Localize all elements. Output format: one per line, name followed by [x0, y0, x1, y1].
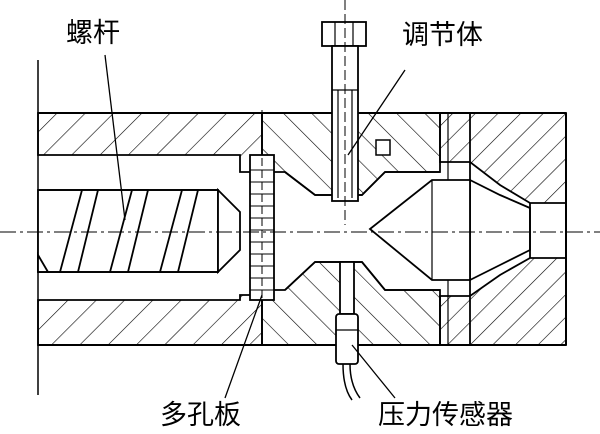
- regulator-bolt: [321, 0, 367, 225]
- breaker-plate-leader: [224, 294, 263, 399]
- label-pressure-sensor: 压力传感器: [378, 400, 513, 431]
- screw-tip: [217, 187, 241, 275]
- breaker-plate: [249, 154, 275, 301]
- die-bottom: [439, 257, 567, 346]
- label-regulator: 调节体: [402, 20, 483, 51]
- barrel-wall-top: [37, 112, 263, 173]
- barrel-wall-bottom: [37, 294, 263, 346]
- regulator-leader: [347, 69, 406, 156]
- torpedo-cone: [368, 179, 471, 281]
- sensor-leader: [351, 344, 396, 399]
- label-screw: 螺杆: [66, 18, 120, 49]
- screw-leader: [104, 54, 126, 221]
- label-breaker-plate: 多孔板: [160, 400, 241, 431]
- die-top: [439, 112, 567, 204]
- pressure-sensor: [335, 261, 361, 401]
